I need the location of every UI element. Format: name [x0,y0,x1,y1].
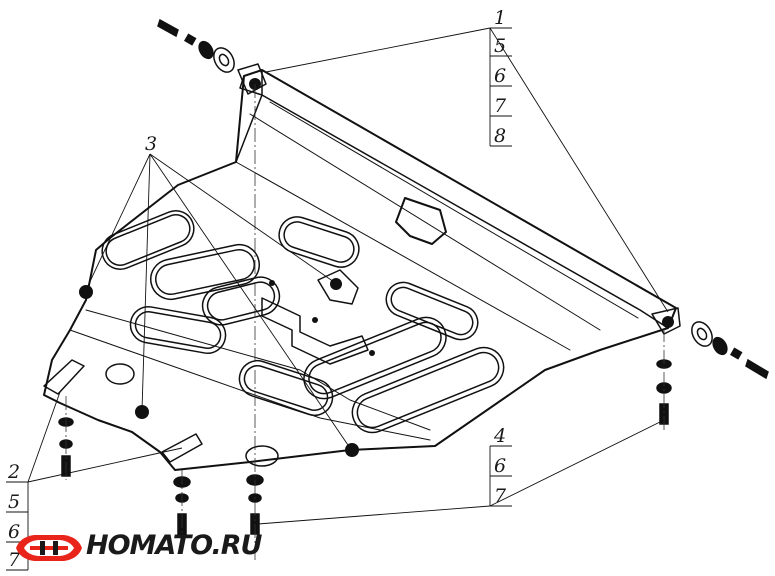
stiffening-ribs [101,210,505,434]
rivet [269,280,275,286]
front-bend-line [69,309,431,441]
rib [201,276,281,326]
rib [206,281,276,321]
fastener-nut [662,316,674,328]
callout-label: 6 [8,521,20,543]
fastener-stack-right [656,359,672,425]
callout-label: 7 [494,485,507,507]
rib [261,297,369,365]
callout-label: 7 [494,95,507,117]
rib [101,210,195,270]
callout-label: 6 [494,455,506,477]
fastener-nut [330,278,342,290]
callout-label: 7 [8,549,21,571]
callout-label: 6 [494,65,506,87]
rib [356,351,500,429]
rib [308,321,442,395]
callout-label: 8 [494,125,506,147]
rib [155,248,255,296]
fastener-set-right [691,321,769,380]
rib [129,306,227,354]
callout-label: 2 [7,461,20,483]
callout-label: 4 [493,425,506,447]
rib [283,221,355,263]
fastener-nut [345,443,359,457]
rib [303,316,447,400]
rib [385,281,479,341]
callout-label: 1 [494,7,506,29]
rivet [369,350,375,356]
rib [105,214,191,266]
rib [278,216,360,268]
rib [238,359,334,417]
callout-label: 5 [494,35,506,57]
rear-slot [395,197,447,245]
drain-hole [245,445,279,467]
center-bracket [317,269,359,305]
callout-label: 3 [145,133,157,155]
rib [351,346,505,434]
fastener-nut [135,405,149,419]
fastener-nut [79,285,93,299]
fastener-set-top [157,18,235,73]
mount-bracket-rear-right [651,307,681,335]
rivet [312,317,318,323]
mount-bracket-left [43,359,85,395]
rib [243,364,329,412]
rib [134,311,222,349]
rear-flange-bend [235,101,639,351]
drain-hole [105,363,135,385]
mount-bracket-front [161,433,203,463]
mount-bracket-rear-left [237,63,267,95]
homato-badge-icon [16,535,82,561]
site-logo-text: HOMATO.RU [86,530,262,561]
callout-label: 5 [8,491,20,513]
